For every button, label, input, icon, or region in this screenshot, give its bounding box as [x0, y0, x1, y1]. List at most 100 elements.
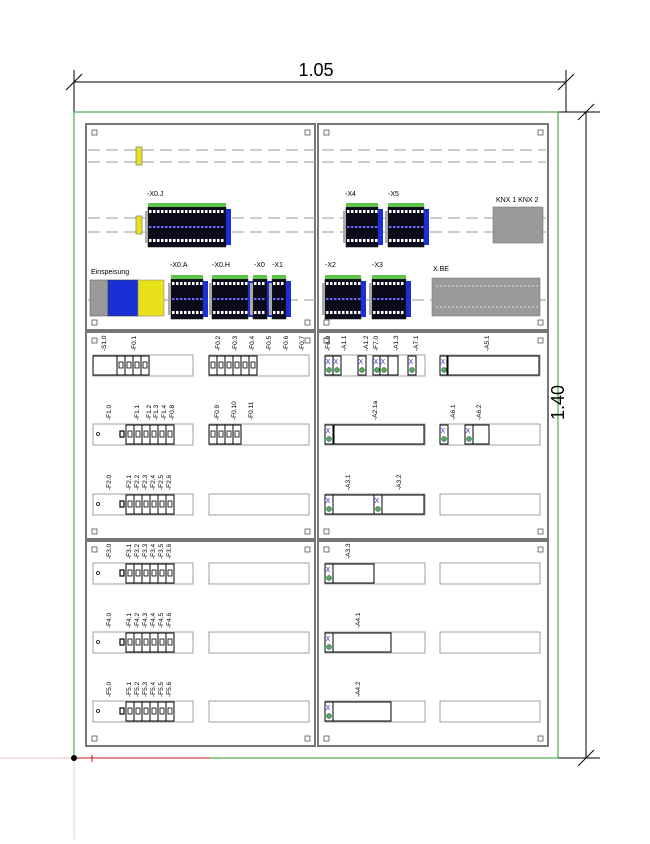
device-label: -A7.1 — [413, 335, 420, 351]
device-row-outline — [439, 354, 541, 377]
terminal-x0h-stopper — [209, 283, 212, 315]
terminal-x0a-screw — [184, 282, 187, 285]
terminal-x2-pin — [338, 298, 341, 300]
terminal-x4-screw — [375, 239, 378, 242]
terminal-x0h-pin — [217, 298, 220, 300]
terminal-x3-pin — [389, 298, 392, 300]
mounting-hole — [323, 319, 330, 326]
terminal-x2-screw — [350, 311, 353, 314]
device-row-outline — [324, 700, 426, 723]
xbe-pin — [452, 306, 454, 308]
breaker-f0-2 — [216, 355, 226, 376]
terminal-x0j-screw — [189, 239, 192, 242]
main-switch-point — [96, 432, 100, 436]
width-label: 1.05 — [298, 60, 334, 80]
device-label: -F4.4 — [150, 612, 157, 628]
terminal-x0j-pin — [189, 226, 192, 228]
terminal-x3-endcap — [406, 281, 411, 317]
terminal-x0j-endcap — [226, 209, 231, 245]
terminal-x0j-screw — [189, 210, 192, 213]
terminal-x4-pin — [363, 226, 366, 228]
breaker-f0-8 — [208, 424, 218, 445]
device-row-outline — [92, 562, 194, 585]
device-label: -A6.2 — [476, 404, 483, 420]
terminal-x0j-screw — [209, 210, 212, 213]
xbe-pin — [516, 306, 518, 308]
breaker-f0-1-toggle — [126, 361, 132, 369]
terminal-x4-screw — [375, 210, 378, 213]
main-switch-lever — [119, 500, 125, 508]
device-label: -F6.0 — [325, 335, 332, 351]
terminal-x5-pin — [409, 226, 412, 228]
terminal-x0h-pin — [229, 298, 232, 300]
mounting-hole — [537, 528, 544, 535]
breaker-f0-2-toggle — [250, 361, 256, 369]
module-a3-2 — [381, 494, 425, 515]
terminal-x3-screw — [377, 282, 380, 285]
terminal-x1-pin — [277, 298, 280, 300]
xbe-pin — [460, 285, 462, 287]
mounting-hole — [304, 735, 311, 742]
module-x-mark: X — [326, 567, 331, 574]
terminal-x2-pin — [346, 298, 349, 300]
breaker-group-toggle — [143, 430, 149, 438]
terminal-x0-screw — [254, 311, 257, 314]
device-label: -F4.2 — [134, 612, 141, 628]
module-x — [324, 424, 334, 445]
terminal-x0j-screw — [153, 210, 156, 213]
terminal-x0a-screw — [200, 282, 203, 285]
device-label: -F5.3 — [142, 681, 149, 697]
xbe-pin — [516, 285, 518, 287]
terminal-x2-screw — [326, 311, 329, 314]
device-label: -F4.0 — [106, 612, 113, 628]
module-x-mark: X — [326, 498, 331, 505]
terminal-x4-screw — [359, 239, 362, 242]
xbe-pin — [444, 285, 446, 287]
xbe-pin — [452, 285, 454, 287]
terminal-x5-pin — [393, 226, 396, 228]
device-label: -F5.6 — [166, 681, 173, 697]
terminal-x0j-screw — [217, 210, 220, 213]
terminal-x0j-screw — [221, 239, 224, 242]
xbe-pin — [468, 306, 470, 308]
terminal-x3-pin — [401, 298, 404, 300]
breaker-group-toggle — [143, 569, 149, 577]
terminal-x2-screw — [326, 282, 329, 285]
device-label: -F1.0 — [106, 404, 113, 420]
main-switch-lever — [119, 569, 125, 577]
terminal-x5-pin — [421, 226, 424, 228]
mounting-panel — [317, 331, 549, 540]
device-label: -F5.4 — [150, 681, 157, 697]
terminal-x1-screw — [281, 282, 284, 285]
breaker-group-toggle — [127, 430, 133, 438]
terminal-x0j-screw — [185, 210, 188, 213]
module-x-mark: X — [381, 359, 386, 366]
terminal-x0j-screw — [193, 210, 196, 213]
label-x3: -X3 — [372, 262, 383, 269]
mounting-hole — [537, 546, 544, 553]
xbe-pin — [524, 285, 526, 287]
terminal-x0-top — [253, 275, 267, 279]
terminal-x0h-screw — [237, 311, 240, 314]
terminal-x5-screw — [417, 210, 420, 213]
terminal-x0h-screw — [225, 282, 228, 285]
module-x-led — [326, 506, 332, 512]
terminal-x0j-screw — [213, 239, 216, 242]
xbe-pin — [444, 306, 446, 308]
device-label: -F2.3 — [142, 474, 149, 490]
module-x-led — [326, 575, 332, 581]
terminal-x3-pin — [377, 298, 380, 300]
terminal-x0-screw — [262, 282, 265, 285]
mounting-panel — [85, 331, 316, 540]
device-row-outline — [208, 493, 310, 516]
mounting-hole — [537, 337, 544, 344]
device-label: -F5.0 — [106, 681, 113, 697]
terminal-x0j-pin — [197, 226, 200, 228]
knx-block — [492, 206, 544, 244]
terminal-x0a-screw — [172, 282, 175, 285]
module-x-led — [326, 436, 332, 442]
breaker-group — [141, 632, 151, 653]
breaker-group-toggle — [167, 569, 173, 577]
terminal-x4-pin — [347, 226, 350, 228]
terminal-x0h-screw — [217, 282, 220, 285]
